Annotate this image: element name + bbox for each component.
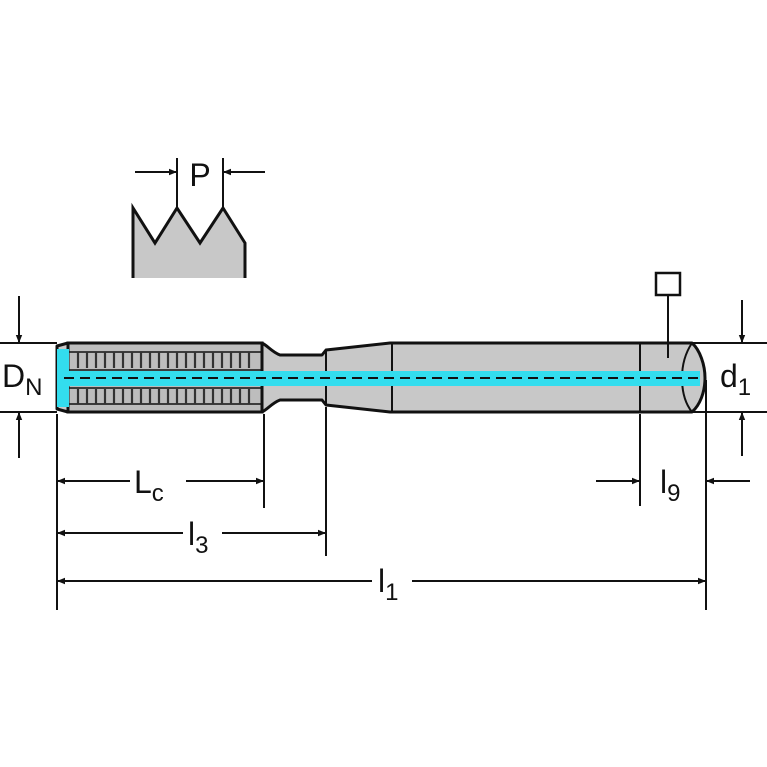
neck-length-label: l3 <box>188 516 208 559</box>
overall-length-label: l1 <box>378 563 398 606</box>
overall-length-dimension: l1 <box>57 563 706 606</box>
pitch-label: P <box>189 157 210 193</box>
nominal-diameter-label: DN <box>2 358 42 401</box>
shank-diameter-label: d1 <box>720 358 751 401</box>
tap-body <box>55 271 707 414</box>
square-length-label: l9 <box>660 464 680 507</box>
extension-lines <box>0 342 767 610</box>
coolant-channel <box>57 349 700 407</box>
square-length-dimension: l9 <box>596 464 750 507</box>
square-symbol <box>654 271 682 358</box>
nominal-diameter-dimension: DN <box>2 296 42 458</box>
chamfer-length-label: Lc <box>134 464 164 507</box>
shank-diameter-dimension: d1 <box>720 300 751 456</box>
neck-length-dimension: l3 <box>57 516 326 559</box>
thread-profile-detail: P <box>131 157 265 278</box>
chamfer-length-dimension: Lc <box>57 464 264 507</box>
